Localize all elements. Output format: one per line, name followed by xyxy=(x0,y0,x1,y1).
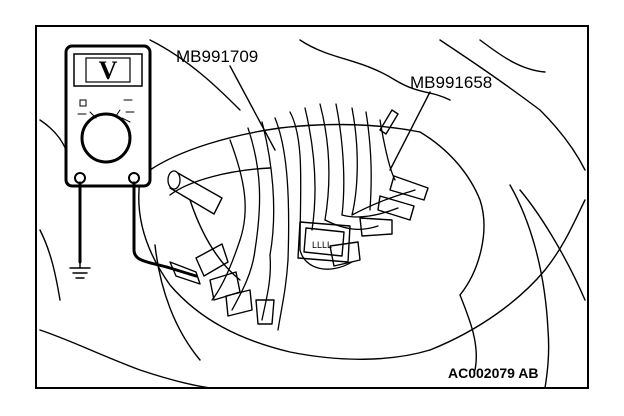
fuel-pump-connector: LLLL xyxy=(297,221,351,263)
connector-marking: LLLL xyxy=(312,240,332,250)
meter-display-symbol: V xyxy=(99,56,118,85)
tool-b-label: MB991658 xyxy=(410,73,492,92)
ground-symbol xyxy=(69,267,91,279)
multimeter: V xyxy=(64,44,152,188)
figure-id: AC002079 AB xyxy=(448,365,539,381)
tool-a-leader xyxy=(229,65,276,151)
tank-outline xyxy=(39,39,586,389)
tool-b-leader xyxy=(389,91,431,171)
test-harness xyxy=(167,103,429,331)
test-leads xyxy=(69,181,201,285)
meter-selector-dial xyxy=(80,112,132,164)
tool-a-label: MB991709 xyxy=(176,47,258,66)
